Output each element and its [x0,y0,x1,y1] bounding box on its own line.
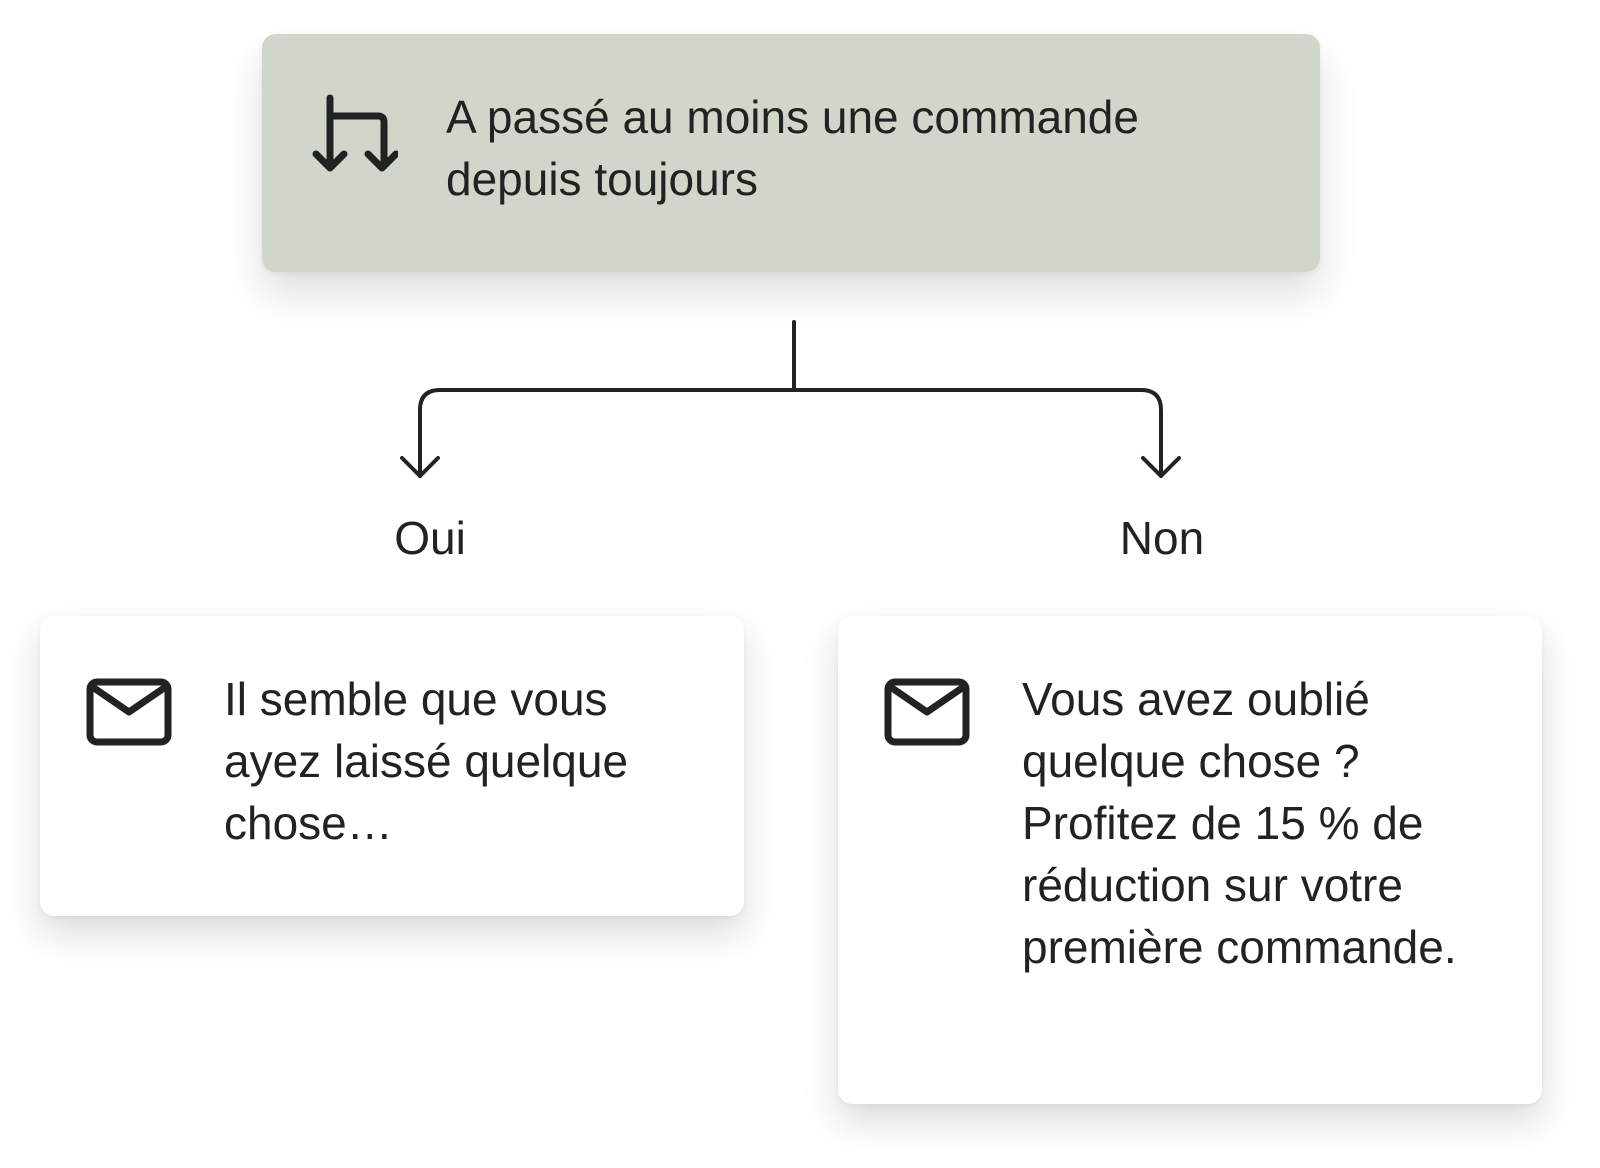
branch-label-no: Non [1119,512,1205,564]
arrow-head-yes [400,456,440,478]
action-text-yes: Il semble que vous ayez laissé quelque c… [224,673,629,849]
condition-text: A passé au moins une commande depuis tou… [446,91,1139,205]
branch-line-yes [418,388,796,478]
action-text-no: Vous avez oublié quelque chose ? Profite… [1022,673,1457,973]
action-node-no[interactable]: Vous avez oublié quelque chose ? Profite… [838,616,1542,1104]
branch-line-no [792,388,1163,478]
arrow-head-no [1141,456,1181,478]
branch-label-yes: Oui [394,512,466,564]
condition-node[interactable]: A passé au moins une commande depuis tou… [262,34,1320,272]
envelope-icon [884,678,970,751]
envelope-icon [86,678,172,751]
action-node-yes[interactable]: Il semble que vous ayez laissé quelque c… [40,616,744,916]
split-arrows-icon [306,92,400,181]
